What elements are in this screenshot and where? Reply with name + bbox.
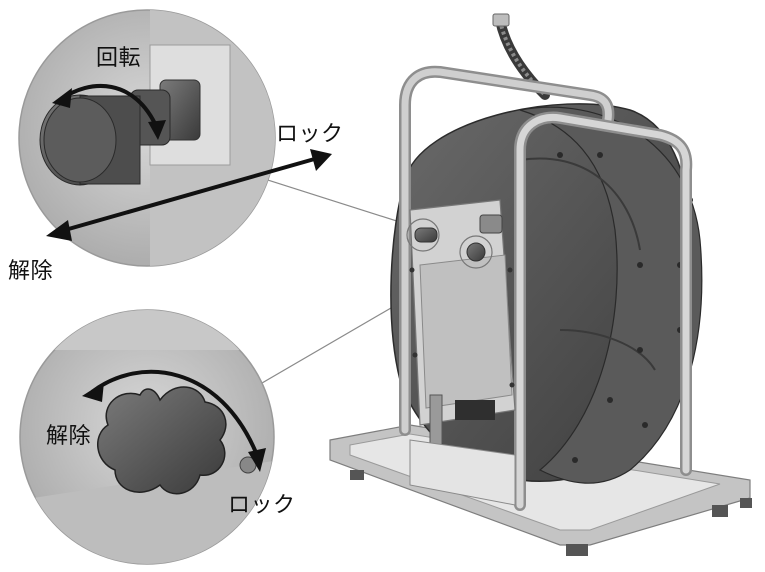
handle-frame bbox=[399, 65, 693, 511]
label-rotate: 回転 bbox=[96, 46, 142, 71]
label-release-top: 解除 bbox=[8, 259, 54, 284]
cable-reel-device bbox=[329, 13, 752, 556]
label-lock-top: ロック bbox=[276, 122, 344, 147]
side-plate bbox=[406, 199, 516, 446]
rotate-arrow-head-right bbox=[148, 120, 166, 140]
bottom-arrow-head-right bbox=[248, 448, 266, 472]
label-lock-bottom: ロック bbox=[228, 493, 296, 518]
bottom-arrow-head-left bbox=[82, 382, 104, 402]
rotate-arrow-head-left bbox=[52, 88, 72, 108]
bottom-rotate-arrow bbox=[90, 369, 259, 456]
front-bracket bbox=[409, 439, 516, 506]
zoom-detail-bottom bbox=[19, 309, 275, 565]
label-release-bottom: 解除 bbox=[46, 424, 92, 449]
lock-release-arrow bbox=[46, 149, 332, 241]
